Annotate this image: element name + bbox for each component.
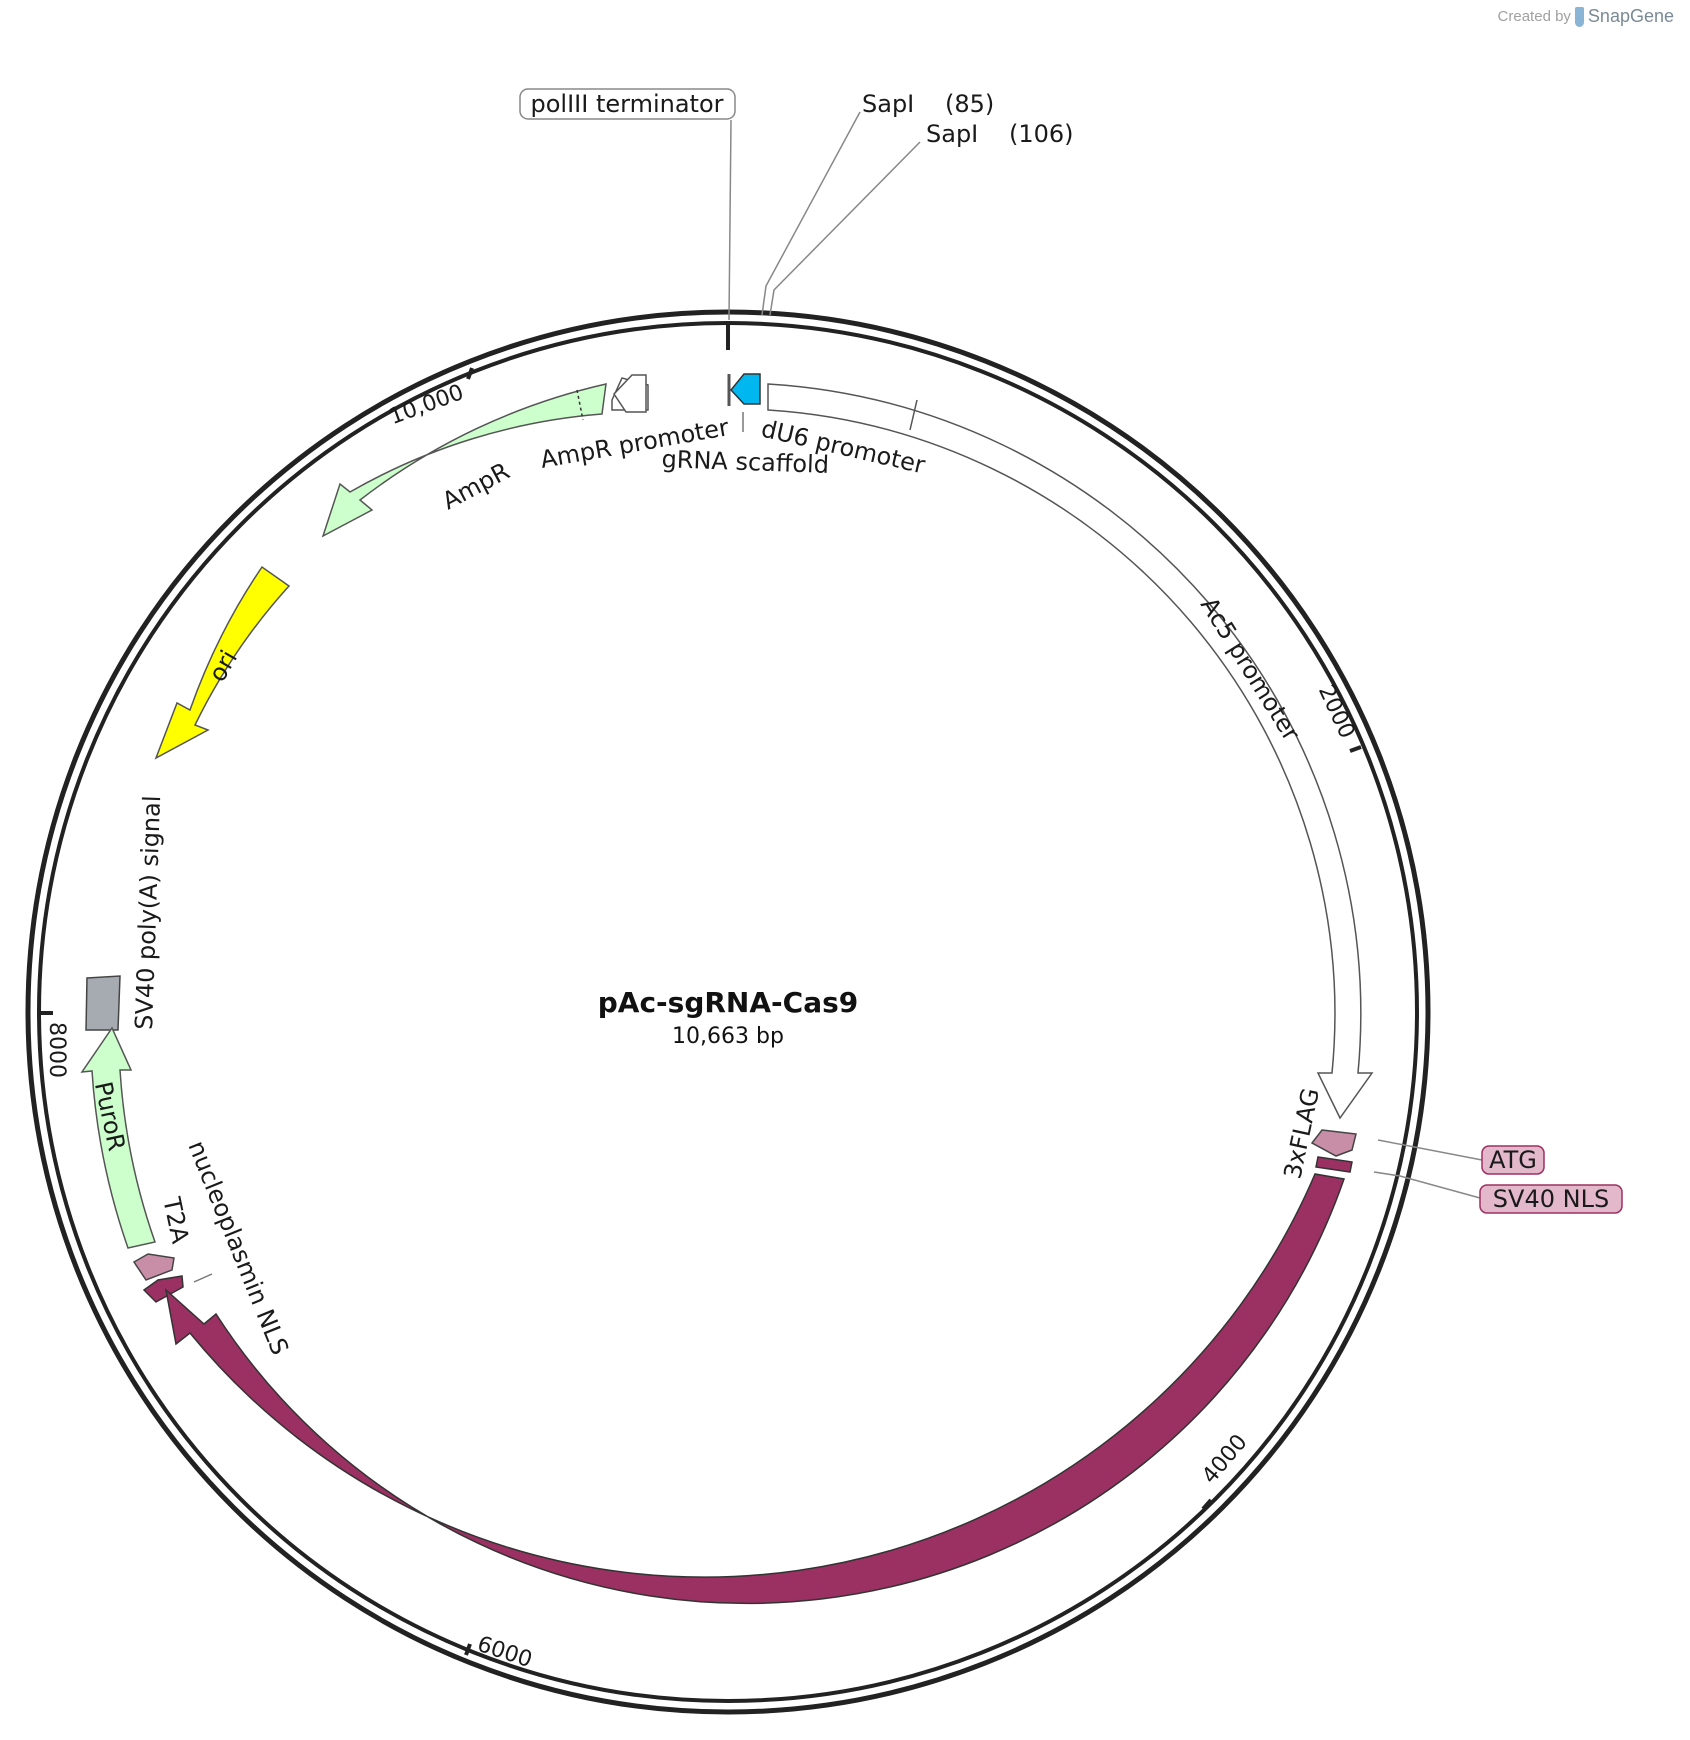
credit-prefix: Created by (1497, 8, 1571, 25)
sv40-nls-feature[interactable] (1315, 1156, 1353, 1173)
nucleoplasmin-nls-feature[interactable] (142, 1275, 184, 1303)
t2a-label: T2A (157, 1194, 194, 1247)
sapI-106-name[interactable]: SapI (926, 120, 978, 148)
plasmid-size: 10,663 bp (672, 1024, 784, 1049)
t2a-feature[interactable] (132, 1253, 175, 1281)
sv40-polyA-label: SV40 poly(A) signal (130, 795, 166, 1030)
plasmid-name: pAc-sgRNA-Cas9 (598, 986, 859, 1019)
ac5-promoter-label: Ac5 promoter (1195, 592, 1305, 746)
snapgene-logo-icon (1574, 6, 1584, 27)
puroR-label: PuroR (89, 1079, 131, 1153)
atg-badge[interactable] (1481, 1145, 1545, 1175)
tick-4000 (1201, 1498, 1213, 1511)
ampR-label: AmpR (438, 457, 514, 515)
sv40-nls-label: SV40 NLS (1493, 1185, 1609, 1213)
gRNA-scaffold-feature[interactable] (727, 373, 761, 406)
tick-10000 (466, 367, 474, 380)
flag-feature[interactable] (1310, 1129, 1357, 1157)
tick-6000 (464, 1643, 472, 1656)
tick-label-8000: 8000 (44, 1022, 69, 1078)
tick-marks (41, 322, 1362, 1656)
sv40-nls-badge[interactable] (1479, 1184, 1623, 1214)
cas9-label: Cas9 (768, 1613, 830, 1647)
ac5-promoter-feature[interactable] (767, 383, 1374, 1120)
gRNA-scaffold-label: gRNA scaffold (661, 445, 829, 479)
sapI-106-pos: (106) (1009, 120, 1074, 148)
ampR-feature[interactable] (321, 383, 607, 538)
polIII-terminator-label: polIII terminator (531, 90, 724, 118)
puroR-feature[interactable] (80, 1026, 156, 1249)
snapgene-credit: Created by SnapGene (1498, 6, 1674, 27)
sapI-85-name[interactable]: SapI (862, 90, 914, 118)
cas9-feature[interactable] (164, 1173, 1345, 1605)
polIII-terminator-badge[interactable] (519, 88, 736, 120)
credit-brand: SnapGene (1587, 6, 1674, 26)
ori-feature[interactable] (154, 565, 291, 760)
sv40-polyA-feature[interactable] (85, 975, 121, 1031)
dU6-ac5-boundary (909, 399, 918, 431)
sapI-85-pos: (85) (945, 90, 994, 118)
tick-label-4000: 4000 (1197, 1430, 1252, 1489)
atg-label: ATG (1489, 1146, 1537, 1174)
tick-2000 (1349, 745, 1362, 753)
tick-label-10000: 10,000 (386, 380, 467, 430)
